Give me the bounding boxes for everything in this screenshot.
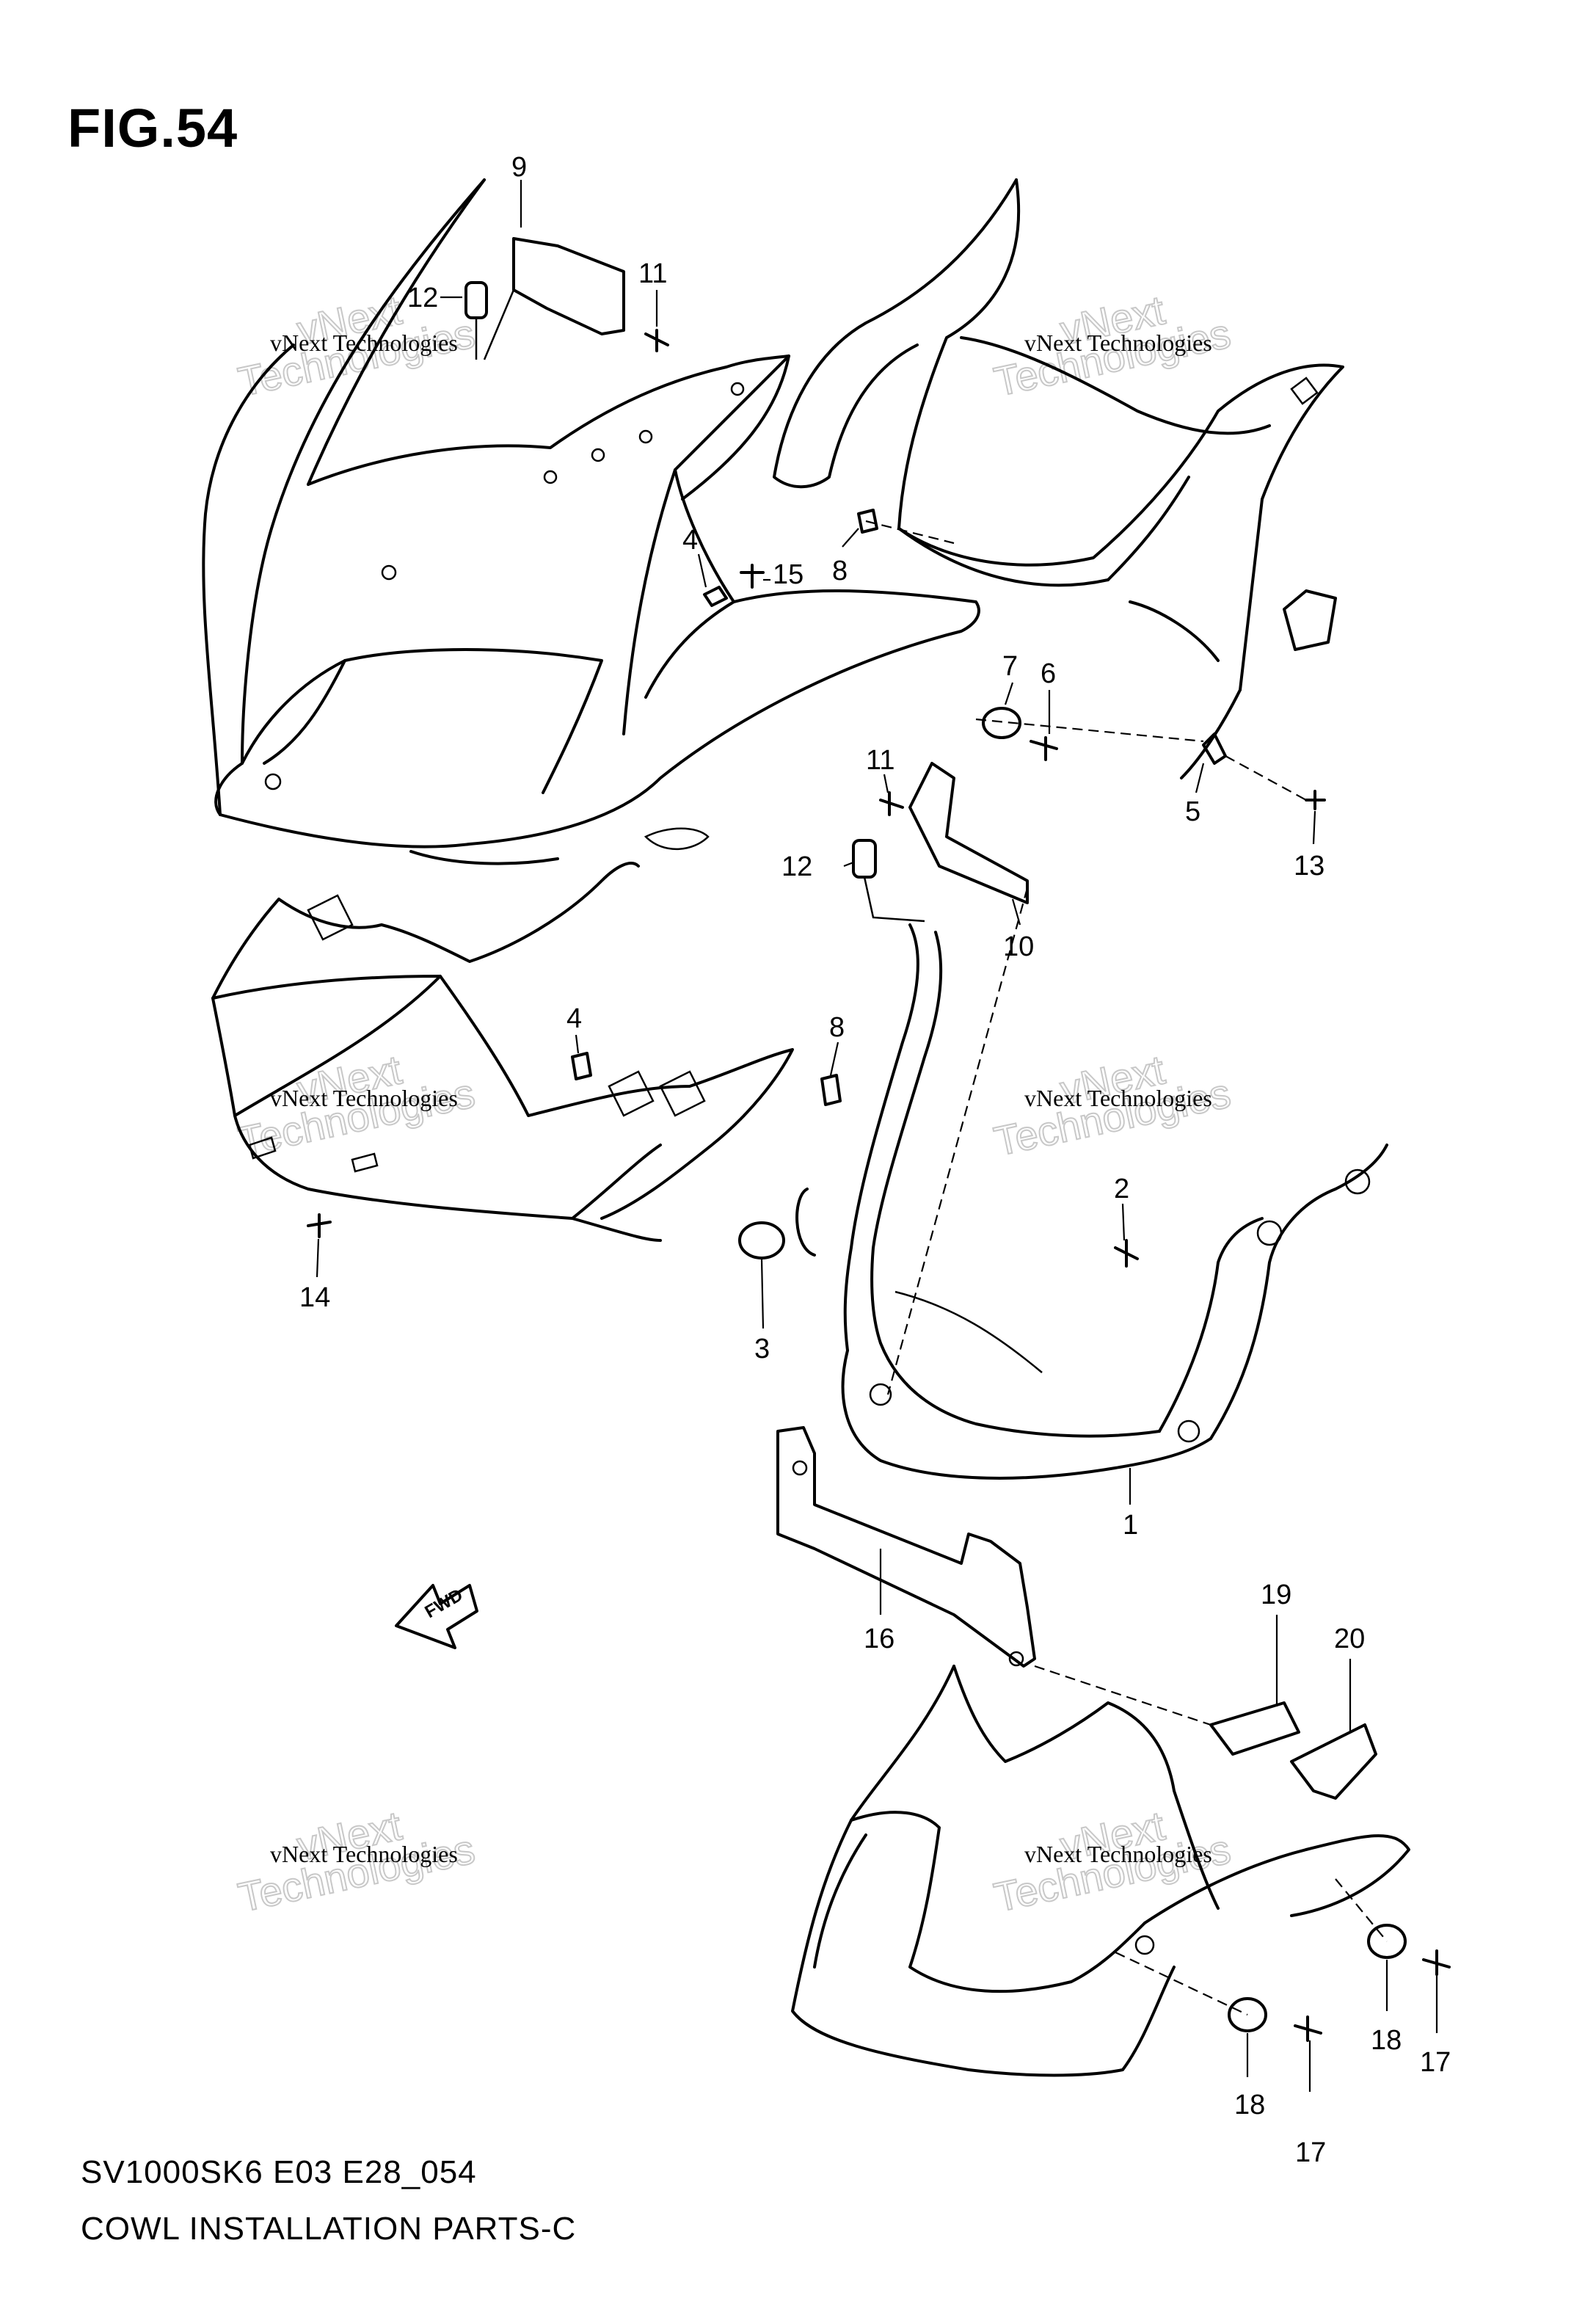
bracket-16 [776, 1426, 1036, 1668]
inner-cowl [773, 178, 1344, 779]
forward-arrow: FWD [395, 1584, 478, 1649]
callout-12b: 12 [781, 851, 812, 882]
callout-1: 1 [1123, 1510, 1138, 1541]
callout-17b: 17 [1420, 2047, 1451, 2078]
bolt-11 [644, 329, 669, 352]
grommet-7 [982, 707, 1021, 739]
callout-20: 20 [1334, 1624, 1365, 1654]
callout-16: 16 [864, 1624, 894, 1654]
model-code: SV1000SK6 E03 E28_054 [81, 2154, 477, 2190]
bracket-19 [1209, 1701, 1300, 1756]
grommet-18b [1367, 1924, 1407, 1959]
screw-17b [1422, 1949, 1451, 1976]
callout-11: 11 [638, 258, 667, 289]
callout-4b: 4 [566, 1003, 582, 1034]
upper-cowl [202, 178, 980, 865]
callout-2: 2 [1114, 1174, 1129, 1204]
callout-9: 9 [511, 152, 527, 183]
bolt-2 [1114, 1239, 1139, 1268]
bolt-11b [879, 791, 904, 816]
callout-17: 17 [1295, 2137, 1326, 2168]
bracket-20 [1290, 1723, 1377, 1800]
cowl-brace [795, 923, 1388, 1480]
bolt-8b [820, 1074, 842, 1106]
cushion-12b [852, 839, 877, 879]
callout-8b: 8 [829, 1012, 845, 1043]
watermark-mid-left: Technologies vNext vNext Technologies [233, 1045, 479, 1165]
callout-18b: 18 [1371, 2025, 1402, 2056]
bracket-9 [512, 237, 625, 335]
callout-13: 13 [1294, 851, 1324, 881]
leader-lines [316, 180, 1438, 2092]
figure-name: COWL INSTALLATION PARTS-C [81, 2211, 577, 2247]
bolt-13 [1305, 790, 1326, 810]
callout-8: 8 [832, 556, 848, 586]
callout-18: 18 [1234, 2090, 1265, 2120]
watermark-text: vNext Technologies [270, 1085, 458, 1111]
bolt-8 [857, 509, 878, 534]
grommet-3 [738, 1221, 785, 1259]
callout-7: 7 [1002, 651, 1018, 682]
lower-cowl-bottom [791, 1665, 1410, 2077]
bracket-10 [908, 762, 1029, 904]
callout-10: 10 [1003, 931, 1034, 962]
callout-3: 3 [754, 1334, 770, 1364]
watermark-text: vNext Technologies [1024, 330, 1212, 356]
clip-4b [571, 1052, 592, 1080]
screw-17 [1294, 2015, 1322, 2042]
callout-5: 5 [1185, 796, 1200, 827]
screw-15 [740, 564, 765, 589]
watermark-text: vNext Technologies [1024, 1085, 1212, 1111]
clip-4 [703, 586, 728, 607]
callout-19: 19 [1261, 1579, 1291, 1610]
callout-12: 12 [407, 283, 438, 313]
callout-6: 6 [1041, 658, 1056, 689]
watermark-text: vNext Technologies [1024, 1841, 1212, 1867]
callout-14: 14 [299, 1282, 330, 1313]
grommet-18 [1228, 1997, 1267, 2032]
lower-under-cowl [211, 862, 794, 1242]
callout-4: 4 [682, 525, 698, 556]
small-parts [307, 237, 1451, 2042]
nut-5 [1202, 733, 1227, 765]
figure-title: FIG.54 [68, 98, 238, 159]
screw-14 [307, 1213, 332, 1238]
callout-11b: 11 [866, 745, 894, 776]
watermark-top-right: Technologies vNext vNext Technologies [989, 286, 1235, 405]
callout-numbers: 9 11 12 4 15 8 7 6 5 13 11 12 10 4 8 2 3… [299, 152, 1451, 2168]
watermark-text: vNext Technologies [270, 1841, 458, 1867]
bolt-6 [1030, 736, 1058, 761]
callout-15: 15 [773, 559, 804, 590]
watermark-mid-right: Technologies vNext vNext Technologies [989, 1045, 1235, 1165]
watermark-bottom-left: Technologies vNext vNext Technologies [233, 1801, 479, 1921]
